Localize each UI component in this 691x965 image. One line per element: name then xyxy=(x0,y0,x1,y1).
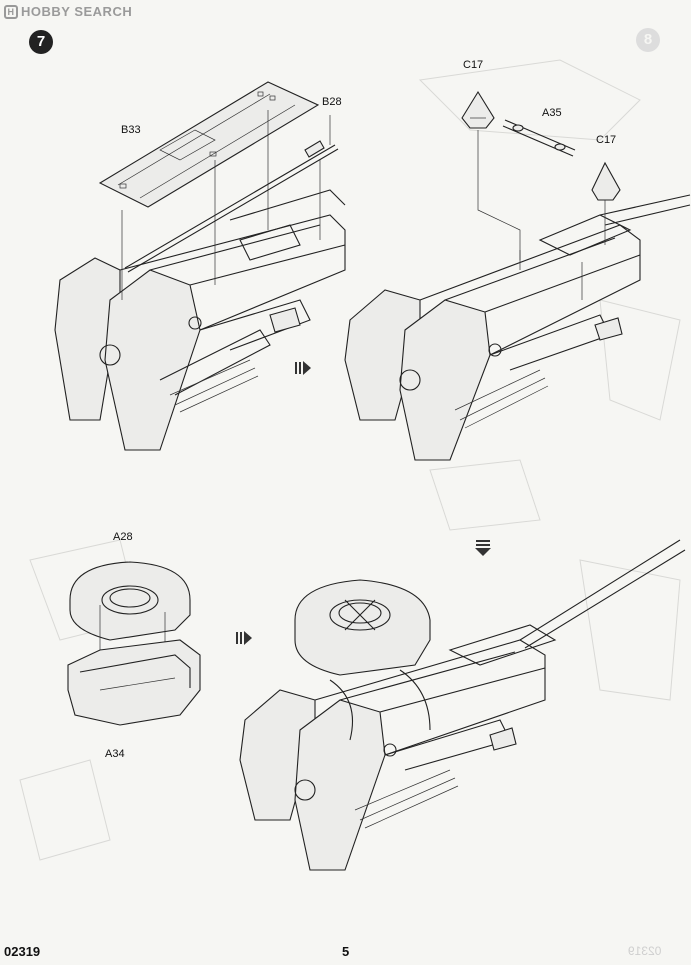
frame-assembly-bottom-right xyxy=(239,539,686,871)
part-label-a34: A34 xyxy=(105,748,125,760)
part-label-a28: A28 xyxy=(113,531,133,543)
part-c17-a35-group xyxy=(461,90,621,260)
part-label-b33: B33 xyxy=(121,124,141,136)
brand-text: HOBBY SEARCH xyxy=(21,4,133,19)
part-b33-plate xyxy=(98,81,320,300)
brand-logo-icon: H xyxy=(4,4,18,19)
arrow-right-icon xyxy=(236,631,252,645)
brand-watermark: H HOBBY SEARCH xyxy=(4,4,132,19)
step-badge-icon: 7 xyxy=(29,30,53,54)
page-number: 5 xyxy=(342,944,350,959)
frame-assembly-top-left xyxy=(54,189,346,451)
frame-assembly-top-right xyxy=(344,194,691,461)
part-label-c17-top: C17 xyxy=(463,59,484,71)
part-b28-rod xyxy=(124,115,339,273)
part-label-c17-side: C17 xyxy=(596,134,617,146)
part-label-b28: B28 xyxy=(322,96,342,108)
part-a28-drum-top xyxy=(69,561,191,670)
ghost-kit-number: 02319 xyxy=(628,944,662,958)
arrow-right-icon xyxy=(295,361,311,375)
part-a34-drum-base xyxy=(67,639,201,726)
next-step-ghost-badge: 8 xyxy=(636,28,660,52)
arrow-down-icon xyxy=(475,540,491,556)
part-label-a35: A35 xyxy=(542,107,562,119)
kit-number: 02319 xyxy=(4,944,41,959)
